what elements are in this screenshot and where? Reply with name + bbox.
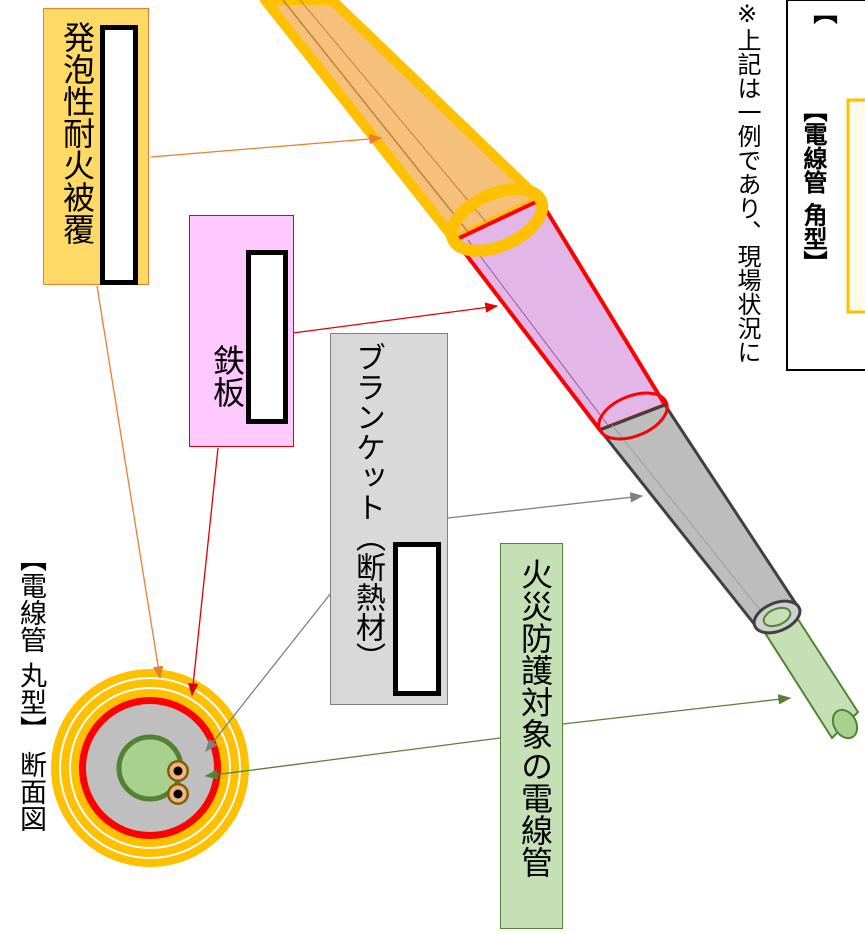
steel-label-box: 鉄板 — [189, 215, 294, 447]
steel-label: 鉄板 — [208, 344, 246, 408]
conduit-label-box: 火災防護対象の電線管 — [500, 543, 563, 929]
blanket-label: ブランケット（断熱材） — [350, 342, 385, 672]
foam-end-ring — [445, 183, 549, 257]
steel-end-ring — [597, 391, 669, 441]
foam-label: 発泡性耐火被覆 — [58, 21, 96, 245]
blanket-label-box: ブランケット（断熱材） — [330, 333, 448, 705]
section-title: 【電線管 丸型】 断面図 — [15, 545, 46, 833]
conduit-label: 火災防護対象の電線管 — [516, 558, 554, 878]
foam-blank-field — [100, 25, 138, 285]
steel-blank-field — [246, 250, 288, 424]
square-type-bracket: 【 — [809, 0, 837, 24]
conduit-end — [831, 708, 859, 740]
leader-lines — [96, 133, 792, 780]
cable-cores — [167, 760, 189, 805]
cross-section — [51, 669, 249, 867]
blanket-blank-field — [393, 542, 441, 696]
foam-label-box: 発泡性耐火被覆 — [43, 8, 149, 285]
pipe-3d — [260, 0, 859, 740]
square-type-title: 【電線管 角型】 — [799, 98, 827, 275]
pipe-foam-layer — [260, 0, 545, 245]
note-text: ※上記は一例であり、現場状況に — [733, 0, 761, 364]
